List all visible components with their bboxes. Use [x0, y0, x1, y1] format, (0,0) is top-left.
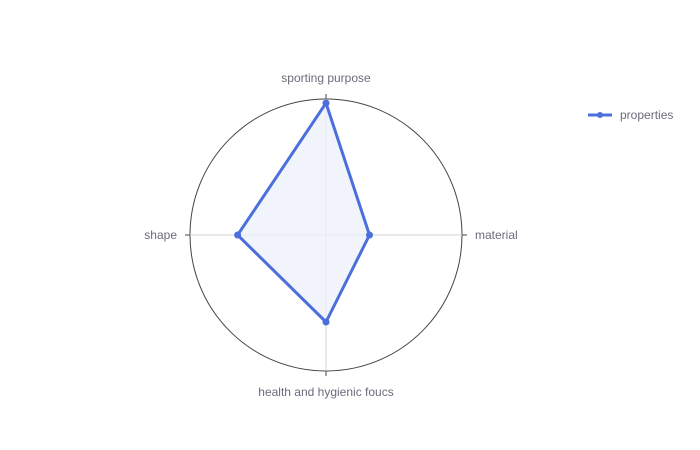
axis-ticks [185, 94, 467, 376]
data-point-0-0 [322, 99, 330, 107]
data-point-0-1 [366, 231, 374, 239]
data-point-0-2 [322, 318, 330, 326]
axis-label-1: material [475, 228, 518, 242]
axis-labels: sporting purpose material health and hygie… [144, 71, 517, 399]
axis-label-2: health and hygienic foucs [258, 385, 393, 399]
axis-label-3: shape [144, 228, 177, 242]
data-point-0-3 [234, 231, 242, 239]
legend-label: properties [620, 108, 673, 122]
legend[interactable]: properties [588, 108, 673, 122]
legend-marker-swatch [597, 112, 603, 118]
polar-plot-area: sporting purpose material health and hygie… [144, 71, 517, 399]
series-layer [234, 99, 374, 326]
axis-label-0: sporting purpose [281, 71, 371, 85]
